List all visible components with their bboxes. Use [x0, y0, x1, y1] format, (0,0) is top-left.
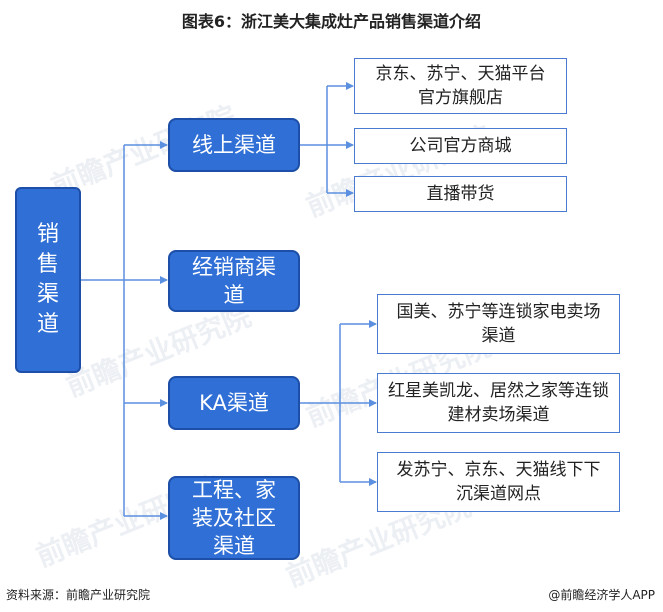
leaf-online-flagship-stores: 京东、苏宁、天猫平台官方旗舰店	[354, 58, 567, 114]
channel-online: 线上渠道	[168, 118, 300, 172]
channel-dealer: 经销商渠道	[168, 250, 300, 312]
leaf-ka-appliance-stores: 国美、苏宁等连锁家电卖场渠道	[377, 294, 620, 354]
credit-note: @前瞻经济学人APP	[548, 588, 655, 602]
source-note: 资料来源：前瞻产业研究院	[6, 588, 151, 602]
leaf-ka-building-material-stores: 红星美凯龙、居然之家等连锁建材卖场渠道	[377, 373, 620, 433]
root-node-sales-channels: 销售渠道	[15, 187, 81, 373]
leaf-ka-offline-outlets: 发苏宁、京东、天猫线下下沉渠道网点	[377, 452, 620, 512]
channel-project-decoration-community: 工程、家装及社区渠道	[168, 476, 300, 560]
diagram-title: 图表6：浙江美大集成灶产品销售渠道介绍	[181, 12, 482, 31]
channel-ka: KA渠道	[168, 376, 300, 430]
leaf-online-official-mall: 公司官方商城	[354, 128, 567, 164]
leaf-online-live-streaming: 直播带货	[354, 176, 567, 212]
